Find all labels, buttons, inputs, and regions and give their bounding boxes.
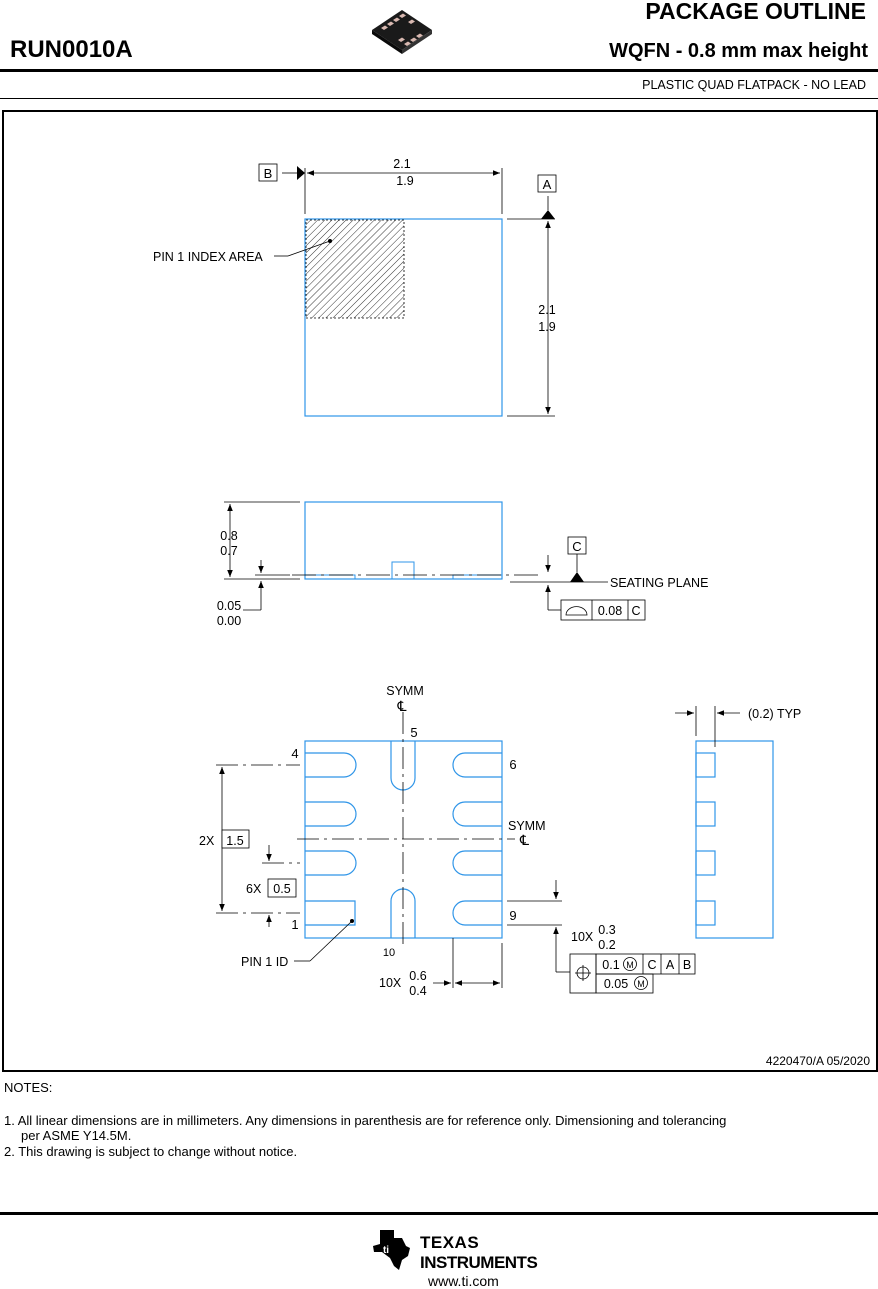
- texas-state-icon: [373, 1230, 410, 1270]
- tol-2-value: 0.05: [604, 977, 628, 991]
- ti-brand-line1: TEXAS: [420, 1233, 479, 1252]
- header-thin-divider: [0, 98, 878, 99]
- pitch-6x-prefix: 6X: [246, 882, 262, 896]
- note-2: 2. This drawing is subject to change wit…: [4, 1144, 298, 1159]
- footer-url[interactable]: www.ti.com: [428, 1273, 499, 1289]
- pad-pin-1: [305, 900, 356, 926]
- side-view-body-outline: [304, 501, 503, 580]
- side-exposed-pad: [391, 561, 415, 580]
- datum-b-box: [258, 163, 278, 182]
- tol-1-value: 0.1: [602, 958, 619, 972]
- side-standoff-max: 0.05: [217, 599, 241, 613]
- lead-width-prefix: 10X: [571, 930, 594, 944]
- tol-1-datum-b: B: [683, 958, 691, 972]
- pad-pin-2: [305, 850, 357, 876]
- pin1-index-hatch: [305, 219, 405, 319]
- flatness-value: 0.08: [598, 604, 622, 618]
- typ-label: (0.2) TYP: [748, 707, 801, 721]
- pad-pin-4: [305, 752, 357, 778]
- lead-width-max: 0.3: [598, 923, 615, 937]
- side-view-2-body-outline: [695, 740, 774, 939]
- pad-pin-8: [452, 850, 502, 876]
- pitch-2x-prefix: 2X: [199, 834, 215, 848]
- side-view: 0.8 0.7 0.05 0.00 C SEATING PLANE 0.08 C: [217, 501, 708, 628]
- pin-number-9: 9: [509, 908, 516, 923]
- datum-c-label: C: [572, 539, 581, 554]
- pin-number-6: 6: [509, 757, 516, 772]
- centerline-right-icon: ℄: [519, 832, 529, 848]
- datum-c-triangle: [570, 572, 584, 582]
- pad-pin-6: [452, 752, 502, 778]
- package-name: WQFN - 0.8 mm max height: [609, 40, 868, 62]
- note-1: 1. All linear dimensions are in millimet…: [4, 1113, 727, 1128]
- tol-2-modifier: M: [637, 979, 645, 989]
- ti-brand-line2: INSTRUMENTS: [420, 1253, 537, 1272]
- lead-length-max: 0.6: [409, 969, 426, 983]
- top-height-max: 2.1: [538, 303, 555, 317]
- pad-pin-3: [305, 801, 357, 827]
- pad-pin-7: [452, 801, 502, 827]
- header-divider: [0, 69, 878, 72]
- pin-number-5: 5: [410, 725, 417, 740]
- top-width-max: 2.1: [393, 157, 410, 171]
- document-title: PACKAGE OUTLINE: [645, 0, 866, 24]
- flatness-symbol-icon: [565, 606, 588, 616]
- side-view-2: (0.2) TYP: [675, 706, 801, 939]
- tol-1-datum-c: C: [647, 958, 656, 972]
- top-view-body-outline: [304, 218, 503, 417]
- top-height-min: 1.9: [538, 320, 555, 334]
- note-1-continuation: per ASME Y14.5M.: [21, 1128, 132, 1143]
- top-width-min: 1.9: [396, 174, 413, 188]
- top-view: B 2.1 1.9 A 2.1 1.9 PIN 1 INDEX AREA: [153, 157, 557, 417]
- datum-a-triangle: [541, 210, 555, 219]
- footer-divider: [0, 1212, 878, 1215]
- pin1-index-label: PIN 1 INDEX AREA: [153, 250, 263, 264]
- datum-a-label: A: [543, 177, 552, 192]
- texas-instruments-logo: ti TEXAS INSTRUMENTS: [373, 1230, 538, 1272]
- pin-number-10: 10: [383, 947, 395, 959]
- seating-plane-label: SEATING PLANE: [610, 576, 708, 590]
- symm-top-label: SYMM: [386, 684, 424, 698]
- pin-number-1: 1: [291, 917, 298, 932]
- side-standoff-min: 0.00: [217, 614, 241, 628]
- pin-number-4: 4: [291, 746, 298, 761]
- drawing-id: 4220470/A 05/2020: [765, 1054, 870, 1068]
- lead-width-min: 0.2: [598, 938, 615, 952]
- datum-b-label: B: [264, 166, 273, 181]
- package-description: PLASTIC QUAD FLATPACK - NO LEAD: [642, 78, 866, 92]
- bottom-view-body-outline: [304, 740, 503, 939]
- lead-length-prefix: 10X: [379, 976, 402, 990]
- side-height-max: 0.8: [220, 529, 237, 543]
- pitch-2x-value: 1.5: [226, 834, 243, 848]
- tol-1-modifier: M: [626, 960, 634, 970]
- notes-heading: NOTES:: [4, 1080, 53, 1095]
- bottom-view: SYMM ℄ SYMM ℄ 4 5 6 9 1 10 2X 1.5 6X 0.5…: [199, 684, 696, 998]
- side-height-min: 0.7: [220, 544, 237, 558]
- svg-text:ti: ti: [383, 1245, 389, 1256]
- symm-right-label: SYMM: [508, 819, 546, 833]
- flatness-frame: [560, 599, 646, 621]
- datum-a-box: [537, 174, 557, 193]
- package-chip-icon: [372, 10, 432, 54]
- part-number: RUN0010A: [10, 36, 133, 63]
- flatness-datum: C: [631, 604, 640, 618]
- tol-1-datum-a: A: [666, 958, 675, 972]
- lead-length-min: 0.4: [409, 984, 426, 998]
- drawing-frame: [2, 110, 878, 1072]
- pad-pin-9: [452, 900, 502, 926]
- pin1-id-label: PIN 1 ID: [241, 955, 288, 969]
- centerline-top-icon: ℄: [397, 698, 407, 714]
- datum-b-triangle: [297, 166, 305, 180]
- pitch-6x-value: 0.5: [273, 882, 290, 896]
